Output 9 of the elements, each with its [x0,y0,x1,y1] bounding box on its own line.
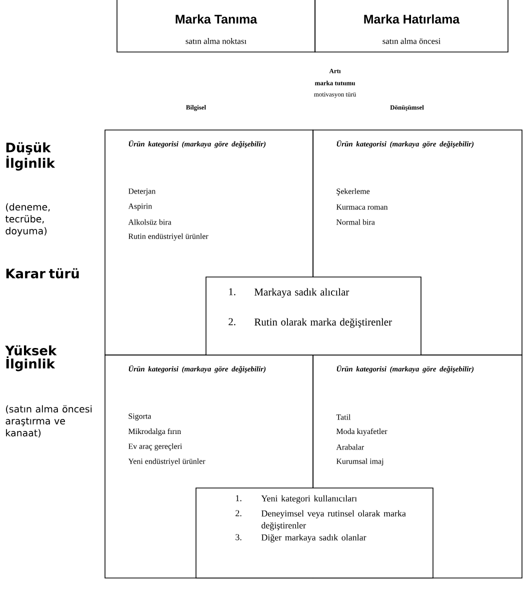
row-label: Yüksek İlginlik [5,345,57,372]
target-audience-box: 1. Yeni kategori kullanıcıları 2. Deneyimsel veya rutinsel olarak marka değiştirenler 3. Diğer markaya sadık olanlar [196,488,434,578]
target-audience-box: 1. Markaya sadık alıcılar 2. Rutin olarak marka değiştirenler [206,276,422,356]
memory-box: Marka Hatırlama satın alma öncesi [314,0,508,52]
memory-box: Marka Tanıma satın alma noktası [116,0,316,52]
axis-label: Karar türü [6,268,79,278]
row-note: (deneme, tecrübe, doyuma) [5,203,50,236]
row-label: Düşük İlginlik [6,142,56,171]
row-note: (satın alma öncesi araştırma ve kanaat) [6,405,92,438]
